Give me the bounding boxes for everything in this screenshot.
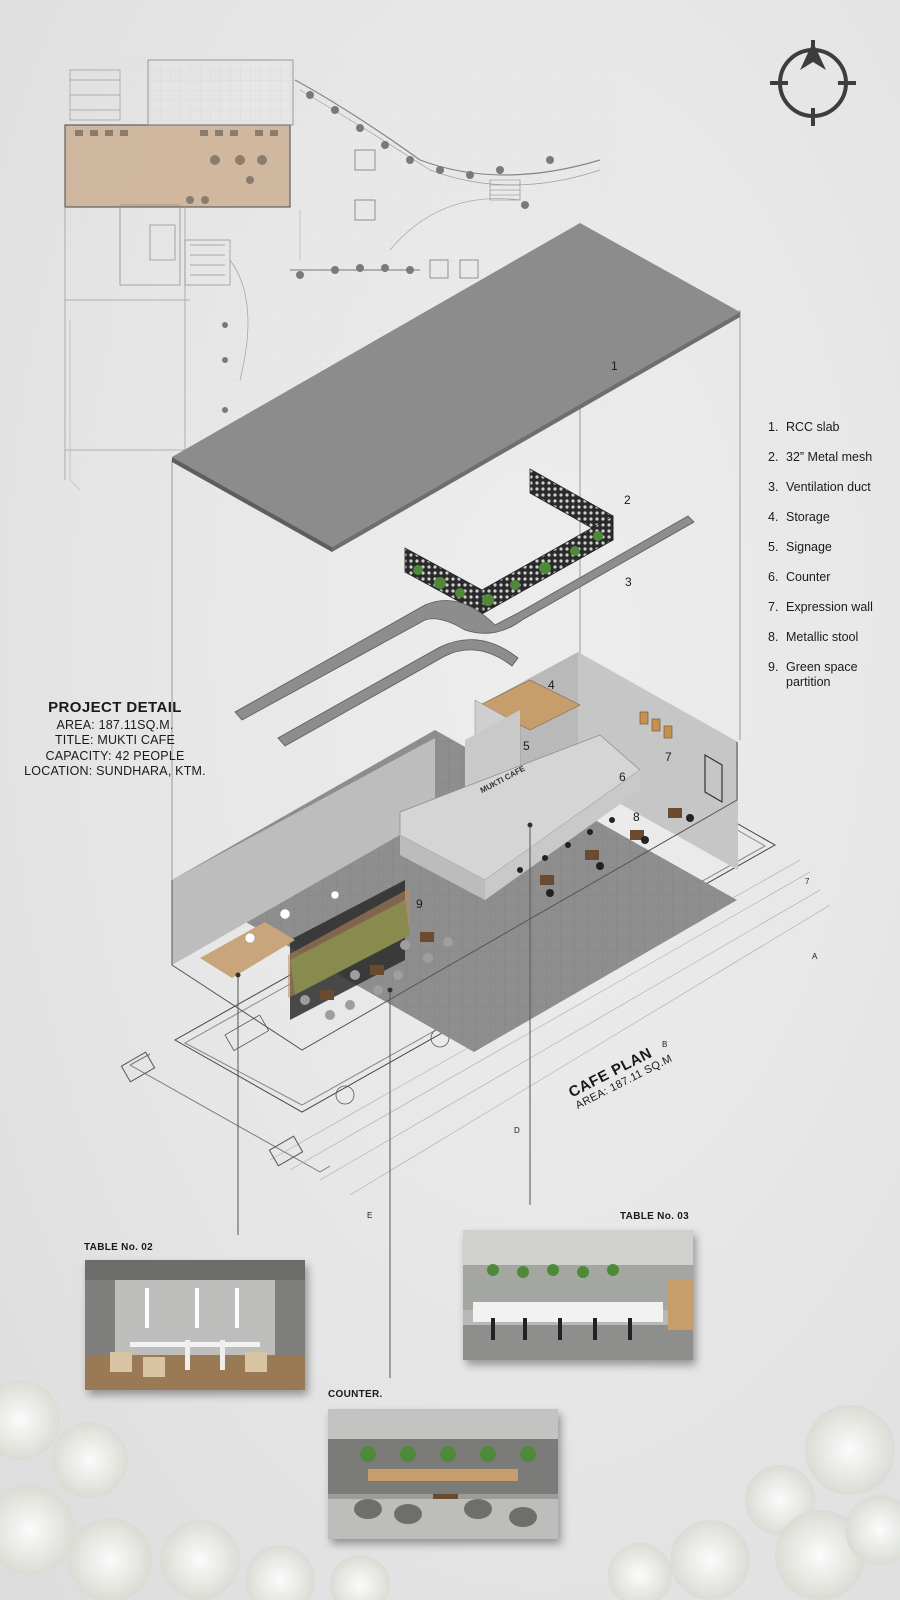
render-image-table2 [85, 1260, 305, 1390]
legend-item: 3.Ventilation duct [768, 480, 871, 494]
legend-item: 4.Storage [768, 510, 830, 524]
legend-item: 6.Counter [768, 570, 831, 584]
callout-3: 3 [625, 575, 632, 589]
rcc-slab [172, 223, 740, 552]
plan-letter-b: B [662, 1040, 668, 1049]
legend: 1.RCC slab 2.32” Metal mesh 3.Ventilatio… [768, 420, 898, 705]
ventilation-duct [234, 515, 695, 747]
project-detail: PROJECT DETAIL AREA: 187.11SQ.M. TITLE: … [10, 700, 220, 780]
render-label-table3: TABLE No. 03 [620, 1211, 689, 1222]
north-arrow-icon [770, 40, 856, 126]
callout-1: 1 [611, 359, 618, 373]
legend-item: 7.Expression wall [768, 600, 873, 614]
legend-item: 5.Signage [768, 540, 832, 554]
render-label-table2: TABLE No. 02 [84, 1242, 153, 1253]
legend-item: 9.Green space partition [768, 660, 858, 689]
render-image-table3 [463, 1230, 693, 1360]
project-title: TITLE: MUKTI CAFE [54, 733, 176, 747]
metal-mesh [404, 468, 614, 615]
project-capacity: CAPACITY: 42 PEOPLE [45, 748, 185, 763]
legend-item: 8.Metallic stool [768, 630, 859, 644]
render-image-counter [328, 1409, 558, 1539]
plan-letter-a: A [812, 952, 818, 961]
plan-letter-d: D [514, 1126, 520, 1135]
plan-grid-7: 7 [805, 877, 810, 886]
legend-item: 2.32” Metal mesh [768, 450, 873, 464]
project-detail-title: PROJECT DETAIL [48, 699, 182, 716]
callout-9: 9 [416, 897, 423, 911]
decorative-trees [0, 1380, 900, 1600]
project-location: LOCATION: SUNDHARA, KTM. [24, 764, 206, 778]
callout-8: 8 [633, 810, 640, 824]
project-area: AREA: 187.11SQ.M. [56, 717, 174, 732]
cafe-interior [171, 652, 738, 1052]
callout-7: 7 [665, 750, 672, 764]
plan-letter-e: E [367, 1211, 373, 1220]
callout-6: 6 [619, 770, 626, 784]
legend-item: 1.RCC slab [768, 420, 840, 434]
callout-2: 2 [624, 493, 631, 507]
render-label-counter: COUNTER. [328, 1389, 383, 1400]
callout-4: 4 [548, 678, 555, 692]
callout-5: 5 [523, 739, 530, 753]
